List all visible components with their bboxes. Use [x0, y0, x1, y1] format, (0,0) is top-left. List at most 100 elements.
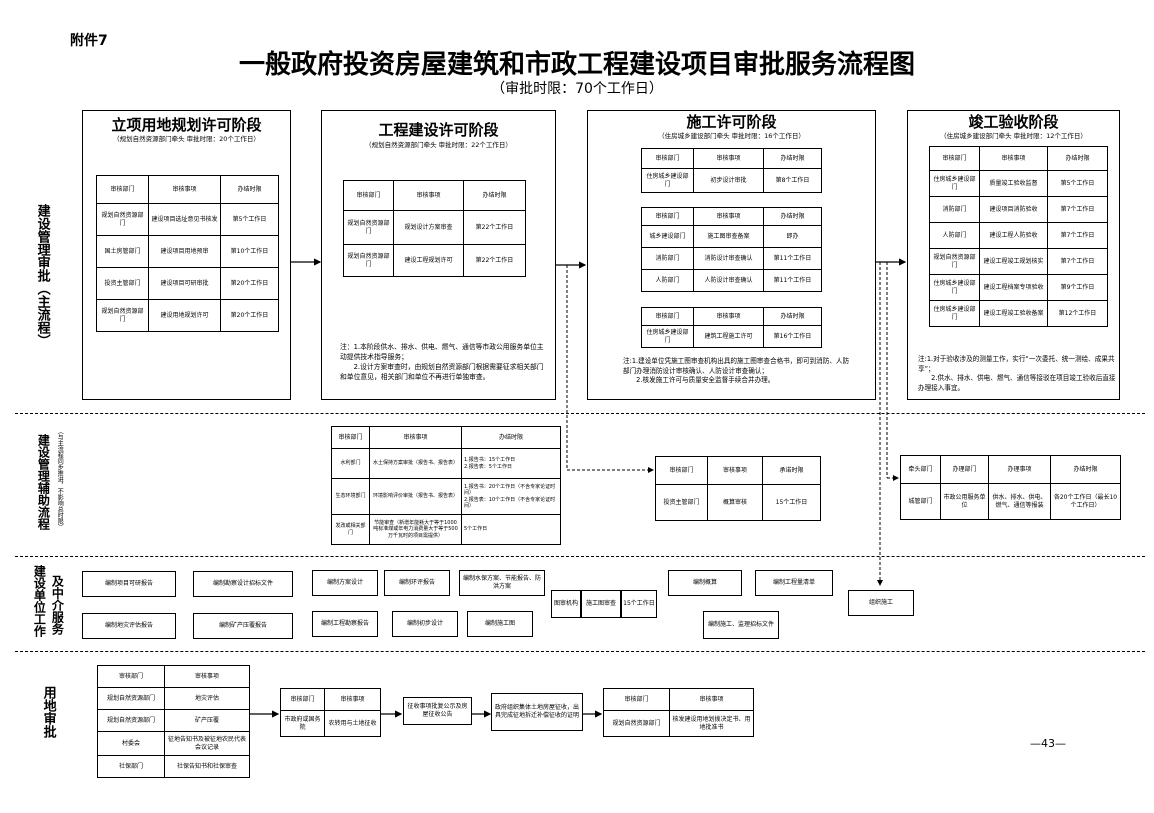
- table-cell: 第11个工作日: [763, 247, 822, 270]
- stage-4-title: 竣工验收阶段: [968, 113, 1059, 131]
- table-header: 审核事项: [369, 426, 462, 449]
- table-cell: 规划自然资源部门: [96, 203, 149, 236]
- table-cell: 建设工程竣工验收备案: [979, 300, 1048, 327]
- table-header: 办结时限: [763, 148, 822, 169]
- table-header: 审核部门: [929, 146, 980, 171]
- unit-box-scheme: 编制方案设计: [312, 570, 378, 596]
- stage-3-table-1: 审核部门 审核事项 办结时限 住房城乡建设部门初步设计审批第8个工作日: [641, 148, 822, 193]
- table-header: 审核事项: [693, 148, 764, 169]
- table-header: 审核部门: [280, 688, 325, 711]
- annex-label: 附件7: [70, 33, 108, 49]
- stage-3-note: 注:1.建设单位凭施工图审查机构出具的施工图审查合格书，即可到消防、人防部门办理…: [623, 357, 850, 385]
- stage-4-note: 注:1.对于验收涉及的测量工作，实行“一次委托、统一测绘、成果共享”； 2.供水…: [918, 355, 1116, 392]
- table-cell: 建设项目用地预审: [148, 235, 221, 268]
- table-cell: 社保部门: [97, 755, 165, 778]
- table-cell: 规划自然资源部门: [97, 709, 165, 732]
- stage-2-table: 审核部门 审核事项 办结时限 规划自然资源部门规划设计方案审查第22个工作日 规…: [343, 180, 526, 277]
- table-cell: 规划自然资源部门: [343, 210, 394, 245]
- table-cell: 人防部门: [641, 269, 694, 292]
- table-cell: 第8个工作日: [763, 168, 822, 193]
- unit-box-review-agency: 图审机构: [551, 590, 581, 618]
- table-cell: 城管部门: [900, 483, 941, 520]
- land-table-3: 审核部门 审核事项 规划自然资源部门核发建设用地划拨决定书、用地批准书: [603, 688, 754, 737]
- table-header: 审核事项: [148, 175, 221, 204]
- divider-2: [15, 556, 1145, 557]
- row-label-unit-a: 建设单位工作: [32, 565, 47, 637]
- unit-box-geo-survey: 编制工程勘察报告: [312, 611, 378, 637]
- row-label-land: 用地审批: [40, 686, 56, 738]
- table-cell: 建设工程档案专项验收: [979, 274, 1048, 301]
- table-cell: 村委会: [97, 731, 165, 756]
- stage-3-table-3: 审核部门 审核事项 办结时限 住房城乡建设部门建筑工程施工许可第16个工作日: [641, 307, 822, 348]
- table-cell: 建设项目选址意见书核发: [148, 203, 221, 236]
- table-header: 办结时限: [461, 426, 561, 449]
- table-cell: 第22个工作日: [463, 244, 526, 277]
- table-header: 审核部门: [641, 148, 694, 169]
- aux-table-3: 牵头部门 办理部门 办理事项 办结时限 城管部门市政公用服务单位供水、排水、供电…: [900, 455, 1121, 520]
- table-cell: 建设项目可研审批: [148, 267, 221, 300]
- row-label-aux-main: 建设管理辅助流程: [36, 434, 51, 530]
- table-cell: 消防设计审查确认: [693, 247, 764, 270]
- table-cell: 15个工作日: [762, 484, 821, 521]
- table-cell: 第10个工作日: [220, 235, 279, 268]
- table-header: 审核部门: [655, 456, 708, 485]
- table-cell: 规划自然资源部门: [343, 244, 394, 277]
- table-cell: 消防部门: [641, 247, 694, 270]
- stage-2-subtitle: （规划自然资源部门牵头 审批时限：22个工作日）: [365, 141, 512, 149]
- table-cell: 建设项目消防验收: [979, 196, 1048, 223]
- table-cell: 第20个工作日: [220, 267, 279, 300]
- table-header: 审核事项: [693, 307, 764, 326]
- table-header: 审核事项: [693, 207, 764, 226]
- table-header: 审核事项: [324, 688, 381, 711]
- table-cell: 发改或相关部门: [331, 514, 370, 545]
- aux-table-1: 审核部门 审核事项 办结时限 水利部门水土保持方案审批（报告书、报告表）1.报告…: [331, 426, 561, 545]
- table-cell: 即办: [763, 225, 822, 248]
- stage-1-table: 审核部门 审核事项 办结时限 规划自然资源部门建设项目选址意见书核发第5个工作日…: [96, 175, 279, 332]
- table-header: 审核部门: [343, 180, 394, 211]
- table-cell: 投资主管部门: [96, 267, 149, 300]
- page-subtitle: （审批时限：70个工作日）: [491, 81, 663, 97]
- table-cell: 住房城乡建设部门: [929, 300, 980, 327]
- table-cell: 水土保持方案审批（报告书、报告表）: [369, 448, 462, 479]
- unit-box-drawings: 编制施工图: [467, 611, 533, 637]
- table-header: 办结时限: [220, 175, 279, 204]
- unit-box-water-energy: 编制水保方案、节能报告、防洪方案: [459, 570, 545, 596]
- unit-box-organize: 组织施工: [848, 590, 914, 616]
- table-cell: 建设工程规划许可: [393, 244, 464, 277]
- table-cell: 水利部门: [331, 448, 370, 479]
- table-cell: 第12个工作日: [1047, 300, 1108, 327]
- table-cell: 质量竣工验收监督: [979, 170, 1048, 197]
- table-header: 承诺时限: [762, 456, 821, 485]
- table-cell: 矿产压覆: [164, 709, 250, 732]
- table-cell: 第20个工作日: [220, 299, 279, 332]
- table-cell: 供水、排水、供电、燃气、通信等报装: [988, 483, 1051, 520]
- unit-box-budget: 编制概算: [668, 570, 742, 596]
- table-header: 审核事项: [669, 688, 754, 711]
- table-cell: 规划自然资源部门: [603, 710, 670, 737]
- table-cell: 第11个工作日: [763, 269, 822, 292]
- row-label-main: 建设管理审批（主流程）: [34, 203, 50, 347]
- table-cell: 第9个工作日: [1047, 274, 1108, 301]
- table-cell: 生态环境部门: [331, 478, 370, 515]
- table-header: 办结时限: [1050, 455, 1121, 484]
- stage-2-note: 注：1.本阶段供水、排水、供电、燃气、通信等市政公用服务单位主动提供技术指导服务…: [340, 343, 544, 381]
- row-label-unit-b: 及中介服务: [50, 575, 65, 635]
- table-cell: 各20个工作日（最长10个工作日）: [1050, 483, 1121, 520]
- table-cell: 第5个工作日: [1047, 170, 1108, 197]
- table-cell: 1.报告书：20个工作日（不含专家论证时间） 2.报告表：10个工作日（不含专家…: [461, 478, 561, 515]
- row-label-aux: 建设管理辅助流程 （与主流程同步推进，不影响总时限）: [30, 428, 70, 548]
- unit-box-mineral: 编制矿产压覆报告: [193, 613, 293, 639]
- table-header: 办结时限: [763, 207, 822, 226]
- table-cell: 第7个工作日: [1047, 222, 1108, 249]
- table-cell: 社保告知书和社保审查: [164, 755, 250, 778]
- unit-box-construction-tender: 编制施工、监理招标文件: [703, 611, 779, 639]
- table-header: 审核事项: [164, 665, 250, 688]
- stage-3-title: 施工许可阶段: [686, 113, 777, 131]
- divider-1: [15, 413, 1145, 414]
- unit-box-prelim-design: 编制初步设计: [392, 611, 458, 637]
- table-cell: 第7个工作日: [1047, 248, 1108, 275]
- land-box-notice: 征收事项批复公示及房屋征收公告: [403, 697, 472, 725]
- table-cell: 住房城乡建设部门: [929, 170, 980, 197]
- table-cell: 5个工作日: [461, 514, 561, 545]
- table-cell: 国土房管部门: [96, 235, 149, 268]
